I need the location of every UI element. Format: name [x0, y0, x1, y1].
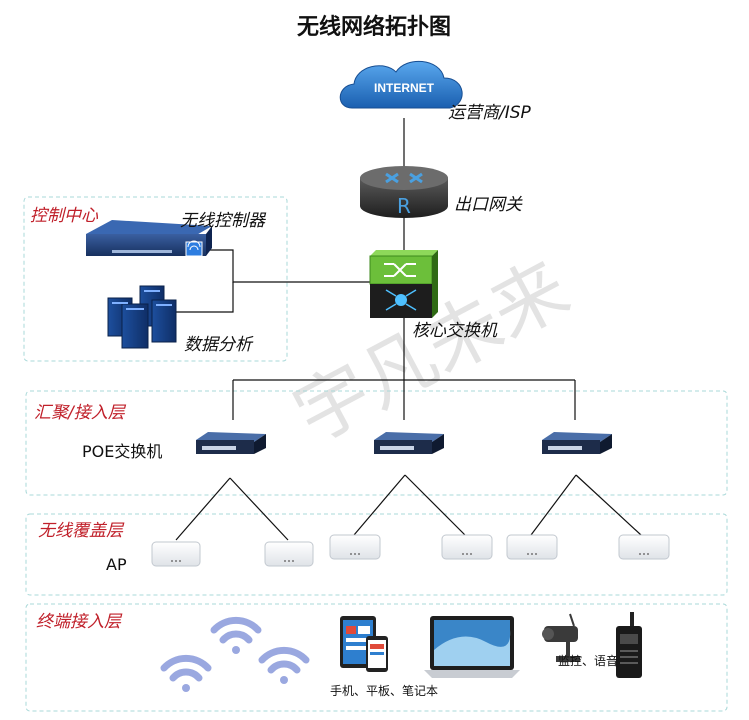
server-cluster-icon: [107, 285, 177, 349]
poe-switch-icon: [542, 432, 612, 454]
wifi-icon: [160, 654, 212, 692]
link-controller-core: [205, 249, 372, 283]
poe-switch-icon: [374, 432, 444, 454]
core-switch-label: 核心交换机: [412, 321, 498, 341]
diagram-title: 无线网络拓扑图: [297, 14, 451, 40]
gateway-label: 出口网关: [454, 195, 523, 215]
access-point-icon: [441, 534, 493, 560]
wifi-icon: [210, 616, 262, 654]
wireless-layer-box: [25, 513, 728, 596]
analytics-label: 数据分析: [184, 335, 254, 355]
surveillance-label: 监控、语音: [558, 653, 618, 668]
links: [150, 118, 642, 541]
security-camera-icon: [542, 613, 580, 662]
isp-label: 运营商/ISP: [448, 103, 532, 123]
aggregation-layer-label: 汇聚/接入层: [34, 403, 127, 423]
terminal-layer-box: [25, 603, 728, 712]
access-point-icon: [506, 534, 558, 560]
internet-cloud-icon: INTERNET: [339, 60, 463, 109]
poe-switch-icon: [196, 432, 266, 454]
laptop-icon: [424, 616, 520, 678]
router-icon: R: [360, 166, 448, 218]
core-switch-icon: [369, 250, 438, 318]
wireless-layer-label: 无线覆盖层: [38, 521, 125, 541]
link-sw1-ap2: [229, 477, 289, 541]
poe-switch-label: POE交换机: [82, 442, 162, 461]
access-point-icon: [329, 534, 381, 560]
control-center-box: [23, 196, 288, 362]
access-point-icon: [151, 541, 201, 567]
link-sw3-ap5: [530, 474, 577, 536]
link-sw1-ap1: [175, 477, 231, 541]
terminal-layer-label: 终端接入层: [36, 612, 123, 632]
tablet-phone-icon: [340, 616, 388, 672]
router-glyph: R: [397, 194, 411, 218]
wireless-controller-icon: [86, 220, 212, 257]
controller-label: 无线控制器: [180, 211, 267, 231]
control-center-label: 控制中心: [30, 206, 99, 226]
wifi-icon: [258, 646, 310, 684]
ap-label: AP: [106, 555, 127, 574]
link-sw2-ap3: [353, 474, 406, 536]
access-point-icon: [264, 541, 314, 567]
devices-label: 手机、平板、笔记本: [330, 683, 438, 698]
link-analytics-core: [150, 282, 234, 313]
aggregation-layer-box: [25, 390, 728, 496]
link-sw3-ap6: [575, 474, 642, 536]
access-point-icon: [618, 534, 670, 560]
link-sw2-ap4: [404, 474, 466, 536]
internet-label: INTERNET: [374, 81, 435, 95]
walkie-talkie-icon: [616, 612, 642, 678]
